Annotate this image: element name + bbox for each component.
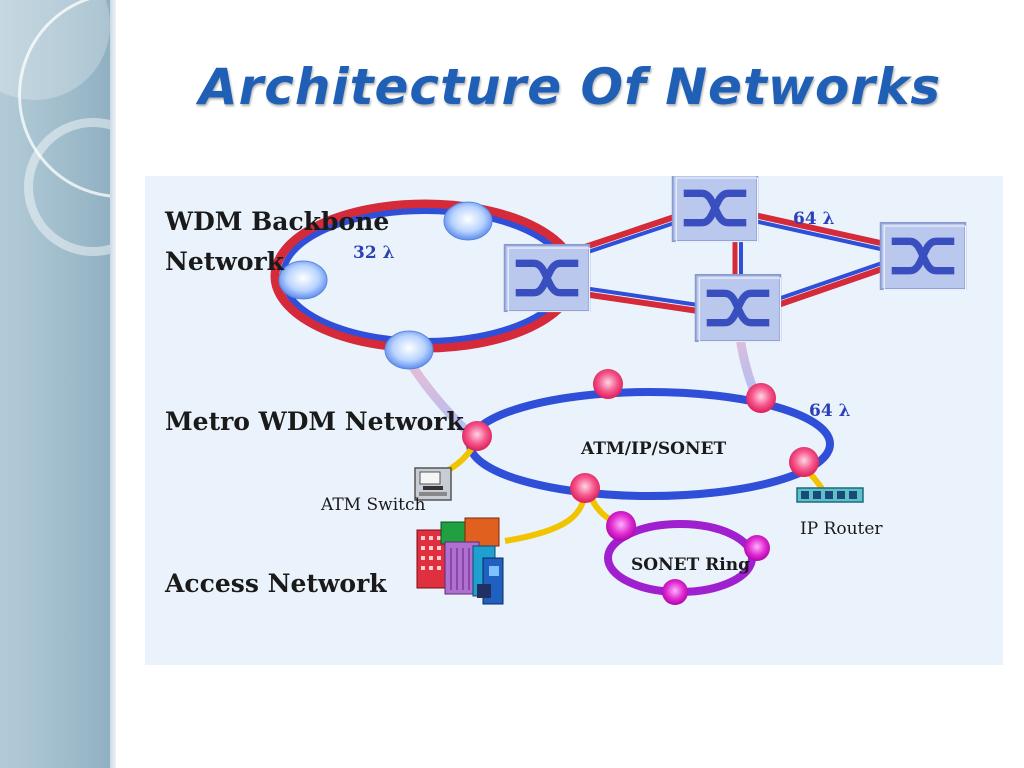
backbone-wavelengths-label: 32 λ bbox=[353, 243, 395, 263]
optical-switch-icon bbox=[696, 275, 781, 342]
optical-switch-icon bbox=[881, 223, 966, 290]
router-node-icon bbox=[746, 383, 776, 413]
backbone-nodes bbox=[278, 201, 493, 370]
sidebar-edge bbox=[110, 0, 116, 768]
router-node-icon bbox=[384, 330, 434, 370]
router-node-icon bbox=[443, 201, 493, 241]
core-links bbox=[569, 197, 886, 315]
metro-protocols-label: ATM/IP/SONET bbox=[580, 439, 726, 459]
atm-switch-icon bbox=[414, 467, 452, 501]
router-node-icon bbox=[278, 260, 328, 300]
backbone-label-line1: WDM Backbone bbox=[164, 207, 389, 236]
router-node-icon bbox=[593, 369, 623, 399]
ip-router-label: IP Router bbox=[800, 519, 883, 539]
access-label: Access Network bbox=[164, 569, 387, 598]
core-wavelengths-label: 64 λ bbox=[793, 209, 835, 229]
router-node-icon bbox=[606, 511, 636, 541]
decor-circle-medium bbox=[24, 118, 113, 256]
slide-title: Architecture Of Networks bbox=[198, 58, 942, 116]
sonet-ring-label: SONET Ring bbox=[631, 555, 750, 575]
ip-router-icon bbox=[796, 487, 864, 503]
sonet-nodes bbox=[606, 511, 770, 605]
metro-label: Metro WDM Network bbox=[165, 407, 464, 436]
slide-sidebar-decoration bbox=[0, 0, 113, 768]
backbone-label-line2: Network bbox=[165, 247, 285, 276]
optical-switch-icon bbox=[505, 245, 590, 312]
router-node-icon bbox=[789, 447, 819, 477]
optical-switch-icon bbox=[673, 176, 758, 242]
router-node-icon bbox=[662, 579, 688, 605]
router-node-icon bbox=[744, 535, 770, 561]
metro-nodes bbox=[462, 369, 819, 503]
metro-wavelengths-label: 64 λ bbox=[809, 401, 851, 421]
atm-switch-label: ATM Switch bbox=[320, 495, 425, 515]
buildings-icon bbox=[416, 517, 504, 605]
router-node-icon bbox=[570, 473, 600, 503]
router-node-icon bbox=[462, 421, 492, 451]
network-architecture-diagram: WDM Backbone Network Metro WDM Network A… bbox=[145, 176, 1003, 665]
